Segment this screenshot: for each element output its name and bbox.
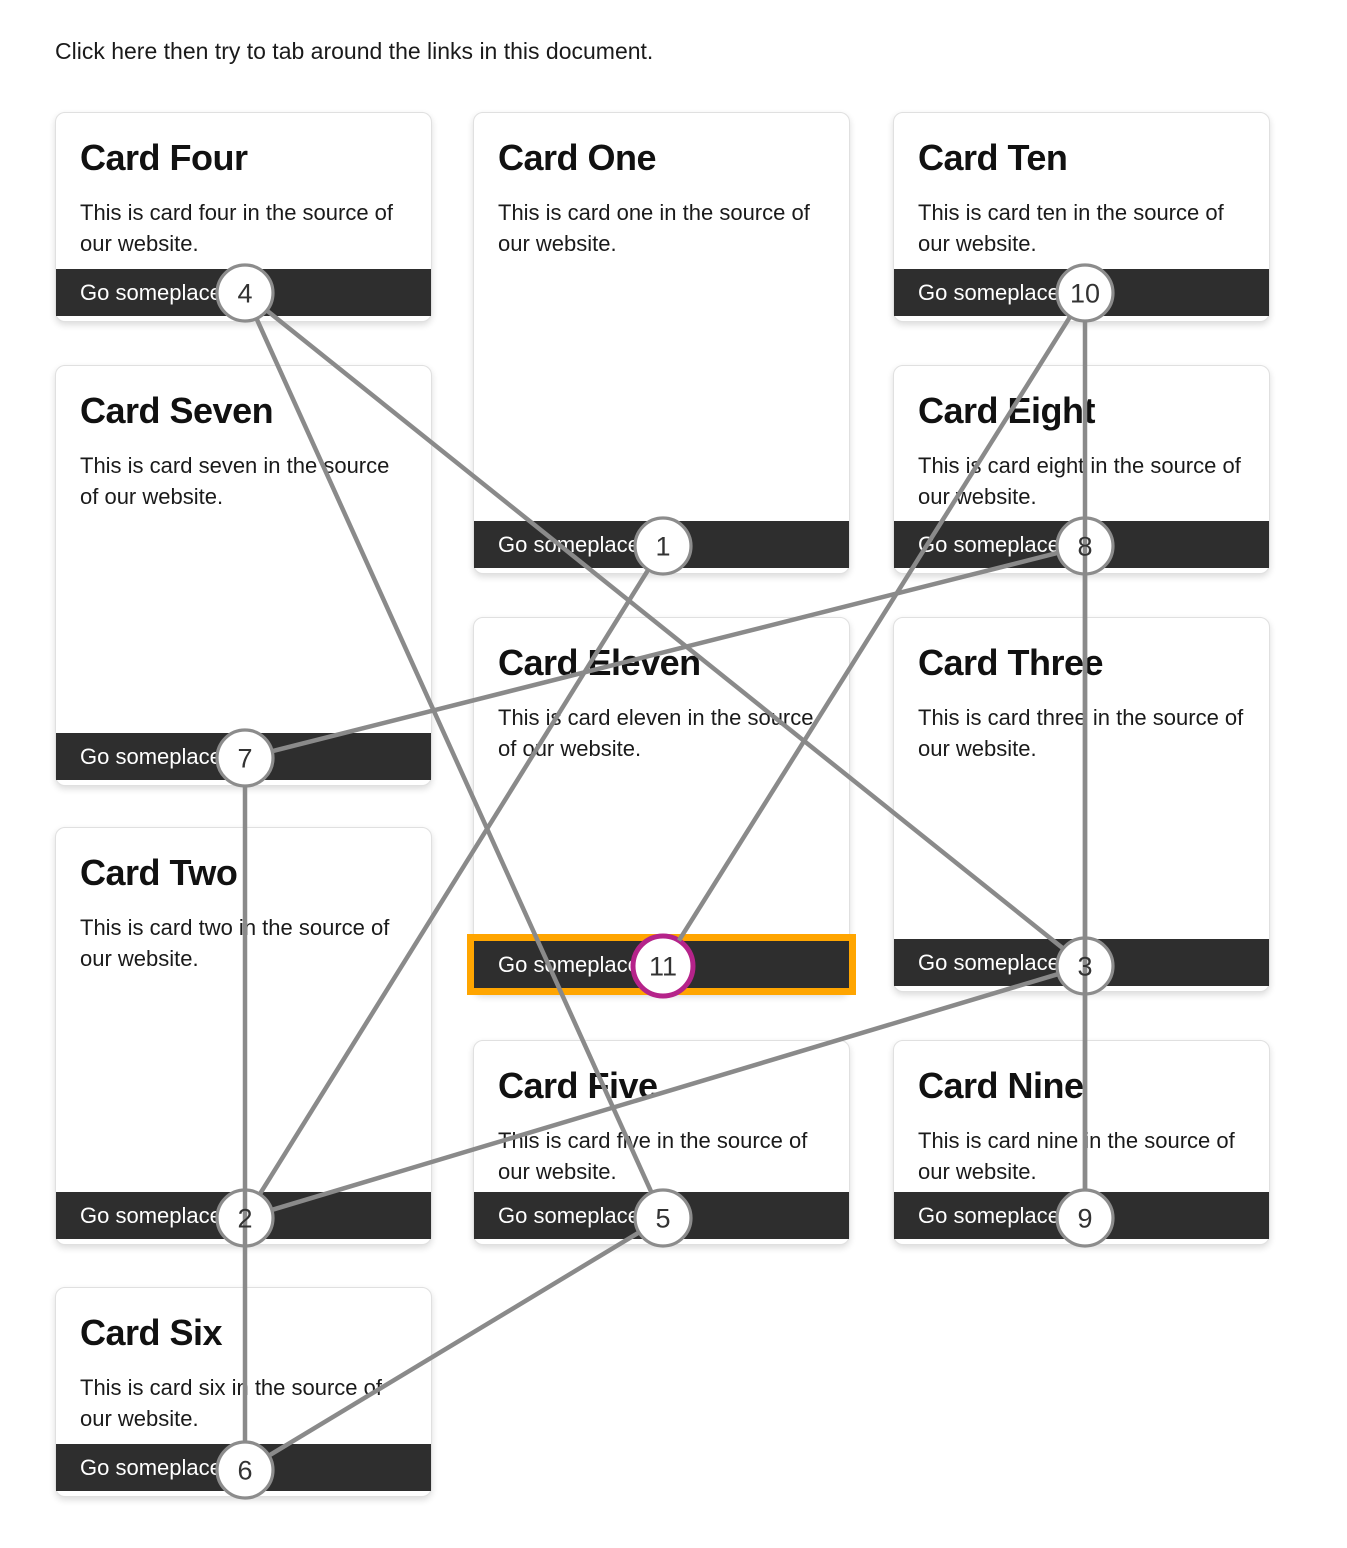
- card-one-go-someplace-link[interactable]: Go someplace: [474, 521, 849, 568]
- card-three-body: This is card three in the source of our …: [918, 705, 1244, 761]
- card-one-title: Card One: [498, 137, 657, 178]
- card-eight: Card Eight This is card eight in the sou…: [893, 365, 1270, 574]
- card-five-title: Card Five: [498, 1065, 658, 1106]
- card-eleven-title: Card Eleven: [498, 642, 701, 683]
- card-two-title: Card Two: [80, 852, 238, 893]
- card-three-go-someplace-link[interactable]: Go someplace: [894, 939, 1269, 986]
- card-six: Card Six This is card six in the source …: [55, 1287, 432, 1497]
- card-ten-title: Card Ten: [918, 137, 1068, 178]
- card-eleven-body: This is card eleven in the source of our…: [498, 705, 814, 761]
- card-four-title: Card Four: [80, 137, 248, 178]
- card-six-title: Card Six: [80, 1312, 223, 1353]
- card-two-body: This is card two in the source of our we…: [80, 915, 390, 971]
- card-five-body: This is card five in the source of our w…: [498, 1128, 808, 1184]
- card-nine: Card Nine This is card nine in the sourc…: [893, 1040, 1270, 1245]
- card-three: Card Three This is card three in the sou…: [893, 617, 1270, 992]
- card-eight-body: This is card eight in the source of our …: [918, 453, 1241, 509]
- card-five: Card Five This is card five in the sourc…: [473, 1040, 850, 1245]
- card-seven-go-someplace-link[interactable]: Go someplace: [56, 733, 431, 780]
- intro-text: Click here then try to tab around the li…: [55, 38, 654, 64]
- card-eleven-go-someplace-link-focused[interactable]: Go someplace: [467, 934, 856, 995]
- card-four-go-someplace-link[interactable]: Go someplace: [56, 269, 431, 316]
- card-eight-go-someplace-link[interactable]: Go someplace: [894, 521, 1269, 568]
- card-four: Card Four This is card four in the sourc…: [55, 112, 432, 322]
- card-ten-body: This is card ten in the source of our we…: [918, 200, 1224, 256]
- card-nine-go-someplace-link[interactable]: Go someplace: [894, 1192, 1269, 1239]
- card-one-body: This is card one in the source of our we…: [498, 200, 810, 256]
- card-nine-body: This is card nine in the source of our w…: [918, 1128, 1235, 1184]
- card-seven-body: This is card seven in the source of our …: [80, 453, 390, 509]
- card-seven-title: Card Seven: [80, 390, 274, 431]
- card-seven: Card Seven This is card seven in the sou…: [55, 365, 432, 786]
- card-one: Card One This is card one in the source …: [473, 112, 850, 574]
- card-four-body: This is card four in the source of our w…: [80, 200, 394, 256]
- card-eight-title: Card Eight: [918, 390, 1096, 431]
- card-three-title: Card Three: [918, 642, 1104, 683]
- card-eleven: Card Eleven This is card eleven in the s…: [467, 617, 856, 995]
- card-six-go-someplace-link[interactable]: Go someplace: [56, 1444, 431, 1491]
- card-six-body: This is card six in the source of our we…: [80, 1375, 383, 1431]
- card-two: Card Two This is card two in the source …: [55, 827, 432, 1245]
- card-ten-go-someplace-link[interactable]: Go someplace: [894, 269, 1269, 316]
- card-ten: Card Ten This is card ten in the source …: [893, 112, 1270, 322]
- card-nine-title: Card Nine: [918, 1065, 1084, 1106]
- card-two-go-someplace-link[interactable]: Go someplace: [56, 1192, 431, 1239]
- card-five-go-someplace-link[interactable]: Go someplace: [474, 1192, 849, 1239]
